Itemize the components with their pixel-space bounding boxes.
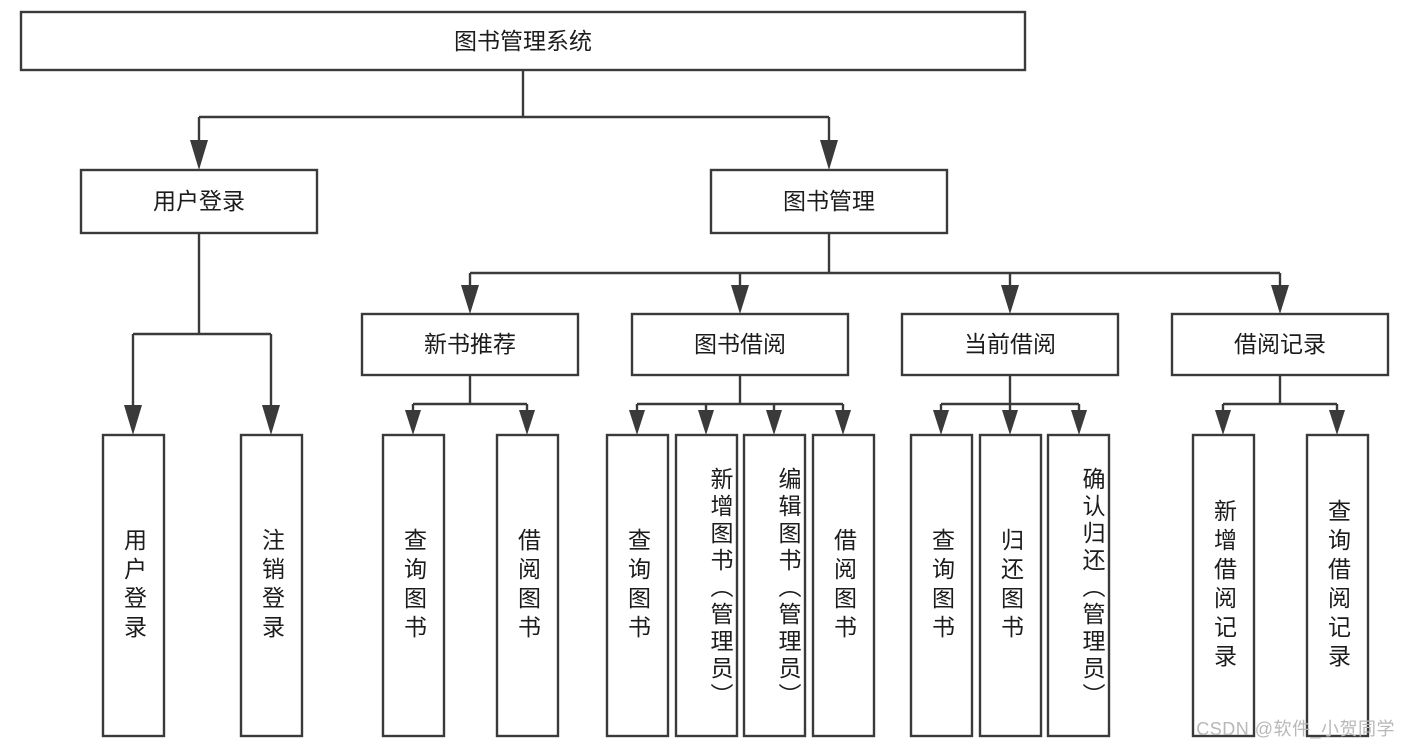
arrow-icon-to-book-borrow <box>731 285 749 314</box>
node-book-borrow-label: 图书借阅 <box>694 331 786 357</box>
node-new-book-rec-box[interactable] <box>360 312 580 377</box>
arrow-icon-to-borrow-record <box>1271 285 1289 314</box>
node-book-manage-label: 图书管理 <box>783 188 875 214</box>
node-leaf-add-record-label: 新增借阅记录 <box>1210 498 1237 673</box>
node-current-borrow-label: 当前借阅 <box>964 331 1056 357</box>
node-current-borrow[interactable]: 当前借阅 <box>900 312 1120 377</box>
node-leaf-return-book-label: 归还图书 <box>997 527 1024 644</box>
node-book-manage[interactable]: 图书管理 <box>709 168 949 235</box>
node-current-borrow-box[interactable] <box>900 312 1120 377</box>
node-leaf-user-login-box[interactable] <box>101 433 166 738</box>
node-new-book-rec-label: 新书推荐 <box>424 331 516 357</box>
leaf-layer <box>101 433 1370 738</box>
arrow-icon-to-leaf-query-record <box>1329 410 1345 435</box>
arrow-icon-to-leaf-borrow-book-2 <box>835 410 851 435</box>
node-leaf-logout-login-label: 注销登录 <box>258 527 285 644</box>
connector-layer <box>131 70 1339 410</box>
arrow-icon-to-leaf-edit-book <box>766 410 782 435</box>
arrow-icon-to-current-borrow <box>1001 285 1019 314</box>
arrow-icon-to-user-login <box>190 140 208 170</box>
node-user-login-box[interactable] <box>79 168 319 235</box>
node-leaf-borrow-book-1-label: 借阅图书 <box>514 527 541 644</box>
node-leaf-borrow-book-2-label: 借阅图书 <box>830 527 857 644</box>
node-borrow-record-box[interactable] <box>1170 312 1390 377</box>
node-book-manage-box[interactable] <box>709 168 949 235</box>
watermark: CSDN @软件_小贺同学 <box>1196 719 1395 739</box>
arrow-icon-to-leaf-add-record <box>1215 410 1231 435</box>
arrow-icon-to-leaf-query-book-2 <box>629 410 645 435</box>
arrow-icon-to-leaf-user-login <box>124 405 142 435</box>
node-leaf-query-book-2-label: 查询图书 <box>624 527 651 644</box>
node-leaf-add-book-box[interactable] <box>674 433 739 738</box>
node-leaf-query-record-label: 查询借阅记录 <box>1324 498 1351 673</box>
node-leaf-query-book-3-label: 查询图书 <box>928 527 955 644</box>
node-leaf-logout-login-box[interactable] <box>239 433 304 738</box>
node-leaf-confirm-return-box[interactable] <box>1046 433 1111 738</box>
arrowhead-layer <box>124 140 1345 435</box>
node-leaf-query-book-1-label: 查询图书 <box>400 527 427 644</box>
node-leaf-borrow-book-2-box[interactable] <box>811 433 876 738</box>
arrow-icon-to-book-manage <box>820 140 838 170</box>
node-book-borrow[interactable]: 图书借阅 <box>630 312 850 377</box>
node-leaf-query-book-1-box[interactable] <box>381 433 446 738</box>
node-new-book-rec[interactable]: 新书推荐 <box>360 312 580 377</box>
node-user-login[interactable]: 用户登录 <box>79 168 319 235</box>
arrow-icon-to-leaf-add-book <box>698 410 714 435</box>
node-leaf-query-record-box[interactable] <box>1305 433 1370 738</box>
node-leaf-borrow-book-1-box[interactable] <box>495 433 560 738</box>
node-root-box[interactable] <box>19 10 1027 72</box>
node-leaf-return-book-box[interactable] <box>978 433 1043 738</box>
node-root-label: 图书管理系统 <box>454 28 592 54</box>
node-leaf-query-book-3-box[interactable] <box>909 433 974 738</box>
node-borrow-record-label: 借阅记录 <box>1234 331 1326 357</box>
node-leaf-query-book-2-box[interactable] <box>605 433 670 738</box>
node-user-login-label: 用户登录 <box>153 188 245 214</box>
node-root[interactable]: 图书管理系统 <box>19 10 1027 72</box>
arrow-icon-to-leaf-borrow-book-1 <box>519 410 535 435</box>
arrow-icon-to-leaf-logout-login <box>262 405 280 435</box>
arrow-icon-to-leaf-return-book <box>1002 410 1018 435</box>
arrow-icon-to-leaf-query-book-1 <box>405 410 421 435</box>
arrow-icon-to-leaf-confirm-return <box>1071 410 1087 435</box>
node-leaf-confirm-return-label: 确认归还（管理员） <box>1079 467 1105 710</box>
node-leaf-add-book-label: 新增图书（管理员） <box>707 467 733 710</box>
node-borrow-record[interactable]: 借阅记录 <box>1170 312 1390 377</box>
node-leaf-edit-book-box[interactable] <box>742 433 807 738</box>
node-book-borrow-box[interactable] <box>630 312 850 377</box>
arrow-icon-to-leaf-query-book-3 <box>933 410 949 435</box>
arrow-icon-to-new-book-rec <box>461 285 479 314</box>
node-leaf-add-record-box[interactable] <box>1191 433 1256 738</box>
node-leaf-user-login-label: 用户登录 <box>120 527 147 644</box>
node-leaf-edit-book-label: 编辑图书（管理员） <box>775 467 801 710</box>
